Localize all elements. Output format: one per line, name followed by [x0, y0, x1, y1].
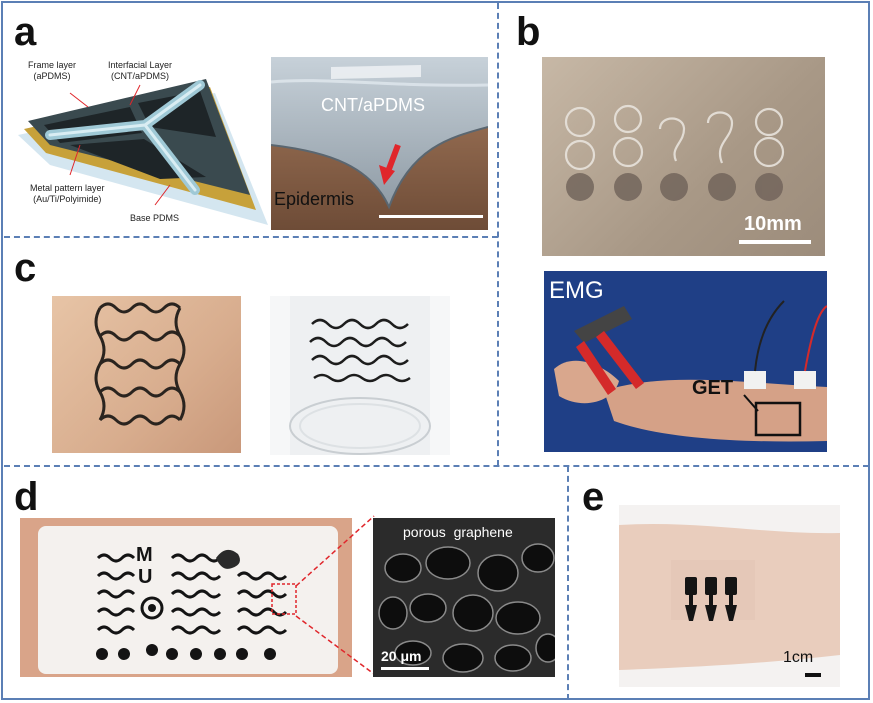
annotation-frame-layer: Frame layer (aPDMS) [28, 60, 77, 82]
zoom-lines [295, 515, 375, 675]
porous-graphene-sem: porous graphene 20 μm [373, 518, 555, 677]
sem-image-cnt-epidermis: CNT/aPDMS Epidermis [271, 57, 488, 230]
emg-photo: EMG GET [544, 271, 827, 452]
sem-label-epidermis: Epidermis [274, 189, 355, 209]
sem-scale-label-20um: 20 μm [381, 648, 422, 664]
panel-label-c: c [14, 246, 37, 290]
get-label: GET [692, 377, 734, 399]
divider-left-right [497, 3, 499, 466]
annotation-interfacial-layer: Interfacial Layer (CNT/aPDMS) [108, 60, 173, 82]
divider-d-e [567, 466, 569, 700]
tattoo-on-arm-photo: 1cm [619, 505, 840, 687]
divider-top-bottom [4, 465, 869, 467]
serpentine-on-skin-photo [52, 296, 241, 453]
sem-label-cnt-apdms: CNT/aPDMS [321, 95, 426, 115]
mu-logo-letter-m: M [136, 544, 153, 566]
get-tattoo-photo: 10mm [542, 57, 825, 256]
sem-scale-bar [379, 215, 483, 218]
sem-label-porous-graphene: porous graphene [403, 524, 513, 540]
b-scale-label: 10mm [744, 213, 802, 235]
b-scale-bar [739, 240, 811, 244]
divider-a-c [4, 236, 498, 238]
e-scale-label: 1cm [783, 649, 814, 666]
panel-label-a: a [14, 10, 37, 54]
annotation-base-pdms: Base PDMS [130, 213, 180, 223]
panel-label-e: e [582, 475, 605, 519]
red-arrow-icon [379, 143, 401, 185]
sem-scale-bar-20um [381, 667, 429, 670]
annotation-metal-layer: Metal pattern layer (Au/Ti/Polyimide) [30, 183, 105, 205]
panel-label-b: b [516, 10, 541, 54]
graphene-tattoo-photo: M U [20, 518, 352, 677]
layer-diagram [18, 79, 268, 225]
emg-label: EMG [549, 277, 604, 304]
serpentine-on-tube-photo [270, 296, 450, 455]
mu-logo-letter-u: U [138, 566, 153, 588]
e-scale-bar [805, 673, 821, 677]
panel-label-d: d [14, 475, 39, 519]
